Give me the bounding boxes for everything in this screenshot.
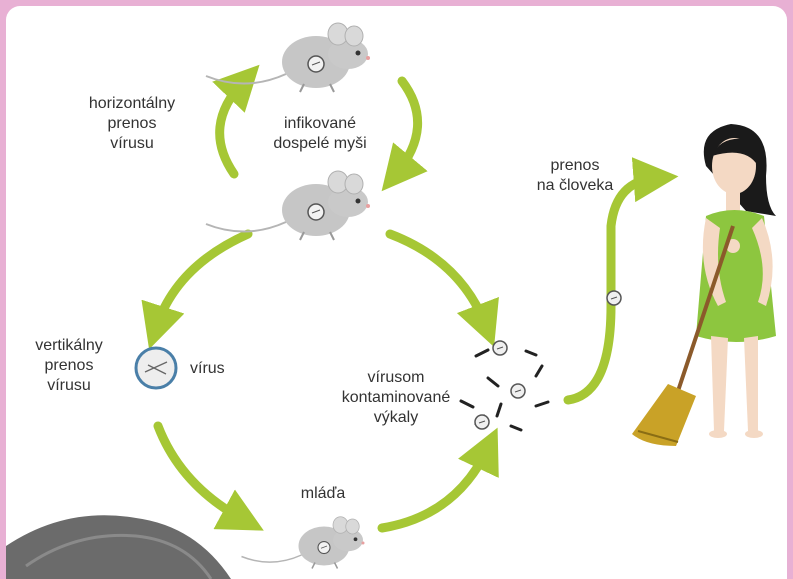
arrow-to-droppings [390,234,486,326]
label-line: dospelé myši [260,134,380,154]
label-contaminated-droppings: vírusom kontaminované výkaly [336,368,456,428]
label-line: prenos [72,114,192,134]
label-infected-adults: infikované dospelé myši [260,114,380,154]
label-horizontal-transfer: horizontálny prenos vírusu [72,94,192,154]
diagram-panel: horizontálny prenos vírusu infikované do… [6,6,787,579]
label-line: vertikálny [14,336,124,356]
virus-icon [607,291,621,305]
label-line: vírusu [14,376,124,396]
label-vertical-transfer: vertikálny prenos vírusu [14,336,124,396]
virus-icon [136,348,176,388]
diagram-artwork [6,6,787,579]
mouse-icon [242,517,365,569]
label-young: mláďa [288,484,358,504]
label-virus: vírus [190,359,240,379]
fur-icon [6,515,231,579]
arrow-to-young [158,426,244,520]
label-line: na človeka [520,176,630,196]
label-line: infikované [260,114,380,134]
label-line: prenos [14,356,124,376]
label-line: výkaly [336,408,456,428]
label-line: kontaminované [336,388,456,408]
arrow-to-human [568,178,656,400]
label-line: vírusom [336,368,456,388]
label-line: prenos [520,156,630,176]
woman-icon [696,124,776,438]
arrow-young-to-droppings [382,448,488,528]
mouse-icon [206,171,370,240]
arrow-horizontal-down [396,81,418,174]
mouse-icon [206,23,370,92]
droppings-icon [461,341,548,430]
arrow-to-vertical [156,234,248,328]
label-transfer-human: prenos na človeka [520,156,630,196]
arrow-horizontal-up [220,81,244,174]
label-line: vírusu [72,134,192,154]
cycle-arrows [156,81,656,528]
label-line: horizontálny [72,94,192,114]
